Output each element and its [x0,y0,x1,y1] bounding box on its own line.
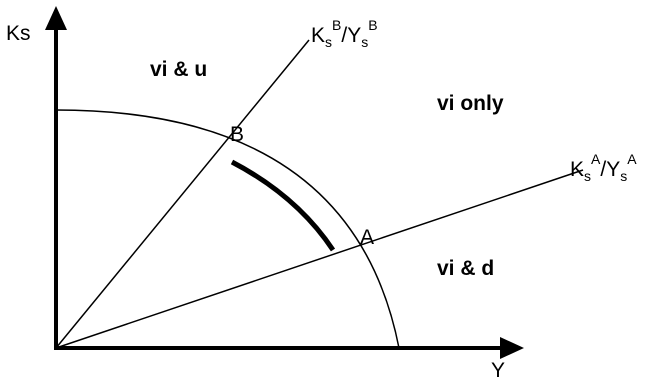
ray-upper-y: Y [347,24,361,47]
point-label-b: B [230,123,244,146]
ray-lower-y-sub: s [620,168,627,184]
ray-upper-k: K [311,24,325,47]
ray-upper-k-sub: s [325,34,332,50]
ray-upper-k-sup: B [332,17,341,33]
x-axis-label: Y [491,359,505,379]
ray-lower-k-sub: s [584,168,591,184]
point-label-a: A [360,226,374,249]
ray-upper-y-sup: B [368,17,377,33]
frontier-segment-b-a [230,159,336,252]
ray-lower-k-sup: A [591,151,601,167]
ray-lower-y: Y [606,158,620,181]
ray-upper-slash: / [341,24,347,47]
x-axis-arrowhead [500,337,524,359]
region-label-middle: vi only [437,92,504,115]
region-label-lower: vi & d [437,257,494,280]
y-axis-arrowhead [45,6,67,30]
ray-lower-k: K [570,158,584,181]
ray-lower-slash: / [600,158,606,181]
ray-lower [55,169,584,349]
ray-upper-y-sub: s [361,34,368,50]
frontier-curve [55,109,400,349]
ray-upper [55,39,310,349]
ray-lower-label: KsA/YsA [570,151,637,184]
ray-lower-y-sup: A [627,151,637,167]
y-axis-label: Ks [6,22,31,45]
region-label-upper: vi & u [150,58,207,81]
ray-upper-label: KsB/YsB [311,17,378,50]
